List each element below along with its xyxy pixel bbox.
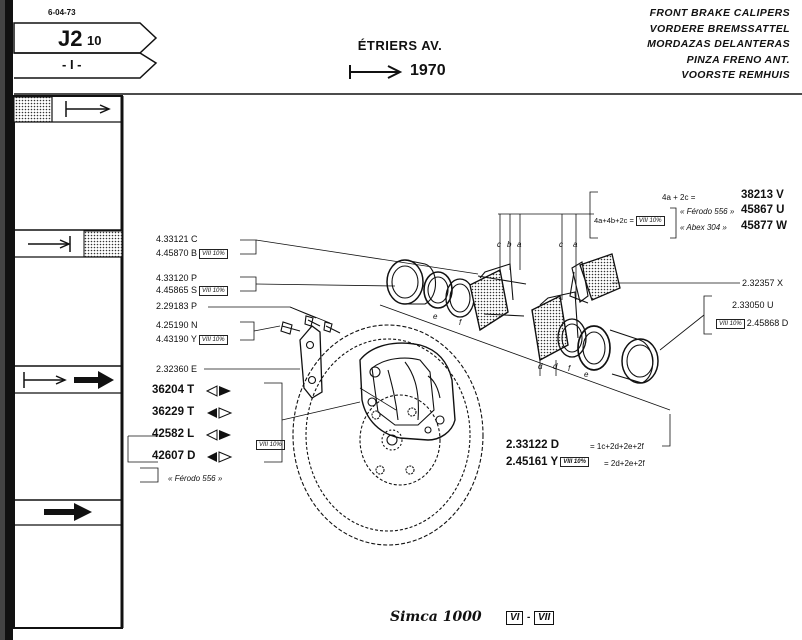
part-number: 4.33121 C xyxy=(156,234,198,244)
model-year: 1970 xyxy=(410,62,446,79)
part-number: 2.32357 X xyxy=(742,278,784,288)
right-side-icon xyxy=(207,407,233,419)
page-code-index: - I - xyxy=(62,57,82,72)
part-number: 4.25190 N xyxy=(156,320,198,330)
variant-tag: VIII 10% xyxy=(199,285,228,296)
formula: 4a + 2c = xyxy=(662,193,696,202)
ferodo-note: « Férodo 556 » xyxy=(168,474,223,483)
caliper-drawing xyxy=(280,253,671,546)
model-badge: VI xyxy=(506,611,524,625)
formula: = 2d+2e+2f xyxy=(604,459,645,468)
repair-kit-number: 2.33122 D xyxy=(506,439,560,451)
title-de: VORDERE BREMSSATTEL xyxy=(649,22,790,35)
variant-tag: VIII 10% xyxy=(635,216,665,227)
variant-tag: VIII 10% xyxy=(716,318,745,329)
callout-letter: e xyxy=(584,370,589,379)
pad-set-part-number: 38213 V xyxy=(741,189,784,201)
callout-letter: a xyxy=(517,240,522,249)
callout-letter: c xyxy=(497,240,501,249)
left-group-tag: VIII 10% xyxy=(254,439,287,450)
callout-letter: a xyxy=(573,240,578,249)
part-number: VIII 10%2.45868 D xyxy=(714,318,788,329)
callout-letter: d xyxy=(553,362,558,371)
multilang-titles: FRONT BRAKE CALIPERS VORDERE BREMSSATTEL… xyxy=(647,6,790,84)
caliper-part-number: 42582 L xyxy=(152,428,195,440)
callout-letter: f xyxy=(568,364,571,373)
right-side-icon xyxy=(207,451,233,463)
title-es: MORDAZAS DELANTERAS xyxy=(647,38,790,50)
brand-logo: Simca 1000 xyxy=(390,609,482,625)
caliper-part-number: 36204 T xyxy=(152,384,195,396)
part-number: 2.29183 P xyxy=(156,301,198,311)
title-en: FRONT BRAKE CALIPERS xyxy=(649,7,790,19)
part-number: 2.33050 U xyxy=(732,300,774,310)
pad-brand-label: « Abex 304 » xyxy=(680,223,727,232)
callout-letter: f xyxy=(459,318,462,327)
pad-set-part-number: 45877 W xyxy=(741,220,788,232)
title-it: PINZA FRENO ANT. xyxy=(686,53,790,66)
title-nl: VOORSTE REMHUIS xyxy=(681,69,790,81)
left-side-icon xyxy=(205,429,231,441)
page-code-sub: 10 xyxy=(87,33,102,48)
variant-tag: VIII 10% xyxy=(199,248,228,259)
caliper-part-number: 36229 T xyxy=(152,406,195,418)
callout-letter: b xyxy=(507,240,512,249)
page-title: ÉTRIERS AV. xyxy=(357,38,443,53)
part-number: 4.33120 P xyxy=(156,273,198,283)
model-badge: VII xyxy=(534,611,555,625)
caliper-part-number: 42607 D xyxy=(152,450,196,462)
variant-tag: VIII 10% xyxy=(560,456,589,467)
callout-letter: d xyxy=(538,362,543,371)
formula: = 1c+2d+2e+2f xyxy=(590,442,644,451)
pad-brand-label: « Férodo 556 » xyxy=(680,207,735,216)
pad-set-part-number: 45867 U xyxy=(741,204,785,216)
formula: 4a+4b+2c =VIII 10% xyxy=(594,215,667,227)
code-tab xyxy=(13,22,158,54)
document-date: 6-04-73 xyxy=(48,8,76,17)
page-code: J2 xyxy=(58,26,83,51)
callout-letter: e xyxy=(433,312,438,321)
callout-letter: c xyxy=(559,240,563,249)
left-side-icon xyxy=(205,385,231,397)
part-number: 2.32360 E xyxy=(156,364,198,374)
badge-separator: - xyxy=(527,612,531,623)
variant-tag: VIII 10% xyxy=(198,334,228,345)
